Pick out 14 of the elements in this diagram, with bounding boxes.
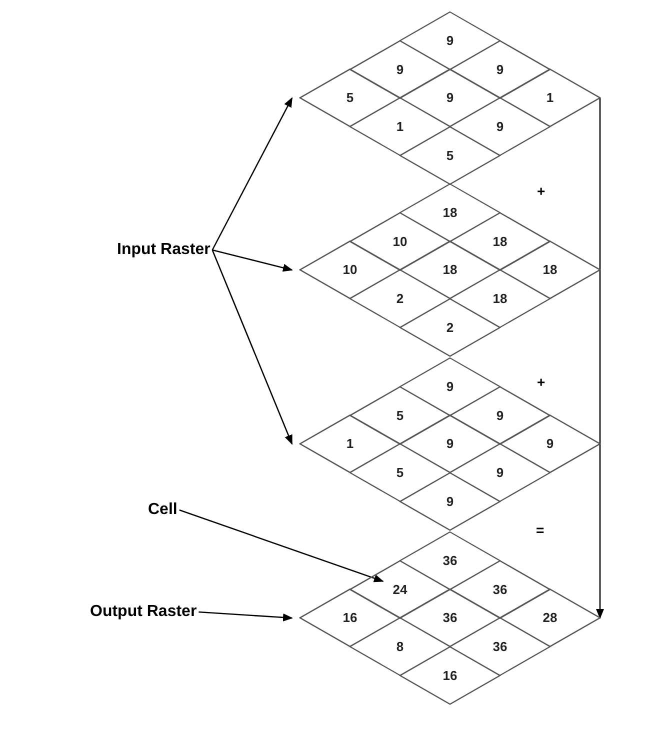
callout-label: Cell — [148, 500, 178, 520]
arrow — [212, 249, 293, 272]
arrow — [198, 611, 293, 622]
arrow — [179, 509, 384, 582]
callout-label: Input Raster — [117, 240, 210, 260]
arrow — [212, 250, 293, 445]
arrow — [212, 97, 293, 250]
raster-grid — [300, 184, 600, 356]
callout-label: Output Raster — [90, 602, 197, 622]
operator-sign: + — [537, 183, 546, 199]
operator-sign: = — [536, 522, 544, 538]
raster-grid — [300, 12, 600, 184]
arrow — [596, 98, 604, 619]
raster-grid — [300, 532, 600, 704]
